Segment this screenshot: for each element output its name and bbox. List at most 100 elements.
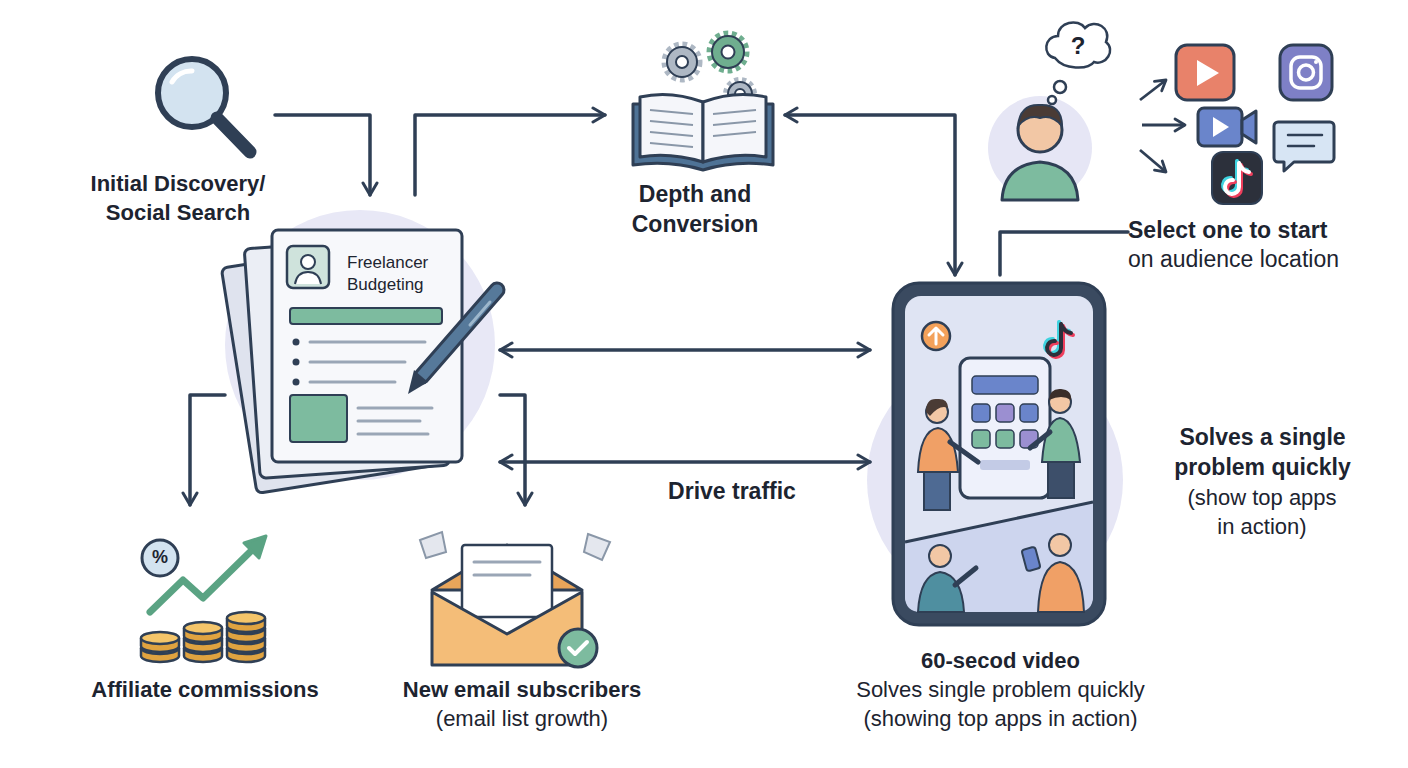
connector [500, 395, 525, 505]
person-thinking-icon-part [1054, 81, 1066, 93]
conversion-node: Depth and Conversion [605, 50, 785, 175]
annotation: (show top apps in action) [1182, 484, 1342, 541]
annotation: ? [1066, 30, 1090, 61]
magnifier-icon-part [217, 118, 250, 152]
document-illustration-part [301, 255, 315, 269]
book-gears-icon-part [703, 94, 766, 162]
envelope-icon-part [474, 574, 530, 577]
phone-illustration-part [996, 404, 1014, 422]
document-illustration-part [470, 302, 490, 325]
phone-illustration-part [1021, 547, 1040, 572]
coins-growth-icon-part [184, 622, 222, 642]
phone-illustration-part [905, 502, 1093, 612]
book-gears-icon-part [722, 46, 735, 59]
person-thinking-icon-part [1140, 80, 1166, 100]
phone-illustration-part [950, 442, 978, 462]
envelope-icon-part [474, 561, 540, 564]
annotation: Solves a single problem quickly [1155, 423, 1370, 483]
node-heading: 60-secod video [828, 647, 1173, 676]
book-gears-icon [633, 34, 773, 170]
node-heading: Select one to start [1128, 216, 1378, 246]
person-thinking-icon-part [1048, 96, 1056, 104]
social-platform-icons-part [1213, 117, 1229, 137]
document-illustration-part [310, 341, 425, 344]
document-illustration-part [293, 379, 300, 386]
social-platform-icons-part [1299, 65, 1314, 80]
connector [415, 115, 605, 195]
person-thinking-icon-part [1018, 105, 1062, 126]
social-platform-icons [1176, 45, 1334, 204]
phone-illustration-part [1038, 562, 1084, 612]
book-gears-icon-part [650, 121, 693, 125]
document-illustration-part [358, 407, 432, 410]
document-illustration-part [293, 359, 300, 366]
book-gears-icon-part [667, 47, 697, 77]
document-illustration-part [293, 339, 300, 346]
book-gears-icon-part [650, 110, 693, 114]
phone-illustration-part [1030, 432, 1050, 448]
discovery-node: Initial Discovery/ Social Search [130, 50, 275, 165]
coins-growth-icon-part [227, 612, 265, 632]
book-gears-icon-part [713, 110, 756, 114]
coins-growth-icon-part [244, 536, 266, 558]
connector [1000, 232, 1128, 275]
social-platform-icons-part [1198, 108, 1242, 146]
social-platform-icons-part [1176, 45, 1234, 100]
book-gears-icon-part [712, 36, 744, 68]
node-heading: Freelancer Budgeting [347, 252, 452, 296]
document-illustration-part [408, 370, 428, 394]
node-text: (email list growth) [372, 705, 672, 734]
phone-illustration-part [929, 328, 943, 344]
video-phone: 60-secod videoSolves single problem quic… [870, 275, 1130, 630]
phone-illustration-part [980, 460, 1030, 470]
magnifier-icon-part [172, 71, 192, 82]
document-illustration-part [272, 230, 462, 462]
document-illustration-part [310, 361, 405, 364]
phone-illustration-part [1020, 404, 1038, 422]
social-platform-icons-part [1274, 122, 1334, 171]
coins-growth-icon-part [142, 540, 178, 576]
connector [275, 115, 370, 195]
node-text: Solves single problem quickly (showing t… [828, 676, 1173, 733]
social-platform-icons-part [1212, 152, 1262, 204]
envelope-icon-part [420, 532, 446, 558]
social-platform-icons-part [1288, 134, 1322, 137]
phone-illustration-part [924, 468, 950, 510]
node-heading: Depth and Conversion [593, 180, 797, 240]
book-gears-icon-part [676, 56, 688, 68]
phone-illustration-part [1049, 534, 1071, 556]
connector [500, 460, 870, 464]
document-illustration-part [287, 246, 329, 288]
book-gears-icon-part [713, 132, 756, 136]
phone-illustration-part [926, 399, 948, 416]
phone-illustration-part [1047, 324, 1071, 355]
envelope-icon-part [584, 534, 610, 560]
document-illustration-part [358, 420, 420, 423]
phone-illustration-part [1048, 458, 1074, 498]
social-platform-icons-part [1225, 163, 1249, 194]
book-gears-icon-part [650, 132, 693, 136]
connector [785, 115, 955, 275]
phone-illustration-part [929, 545, 951, 567]
connector [190, 395, 225, 505]
phone-illustration-part [996, 430, 1014, 448]
person-thinking-icon-part [1140, 150, 1166, 172]
person-thinking-icon-part [1002, 162, 1078, 200]
person-thinking-icon-part [988, 96, 1092, 200]
envelope-icon [420, 532, 610, 667]
envelope-icon-part [462, 545, 552, 617]
social-platform-icons-part [1291, 57, 1321, 88]
annotation: % [147, 546, 173, 569]
book-gears-icon-part [650, 143, 693, 147]
phone-illustration-part [1049, 389, 1071, 400]
connector [500, 348, 870, 352]
document-illustration-part [290, 308, 442, 324]
person-thinking-icon-part [1046, 22, 1110, 67]
phone-illustration-part [955, 568, 976, 585]
phone-illustration-part [972, 404, 990, 422]
document-illustration [221, 210, 497, 493]
social-platform-icons-part [1197, 60, 1219, 86]
social-platform-icons-part [1242, 111, 1256, 143]
